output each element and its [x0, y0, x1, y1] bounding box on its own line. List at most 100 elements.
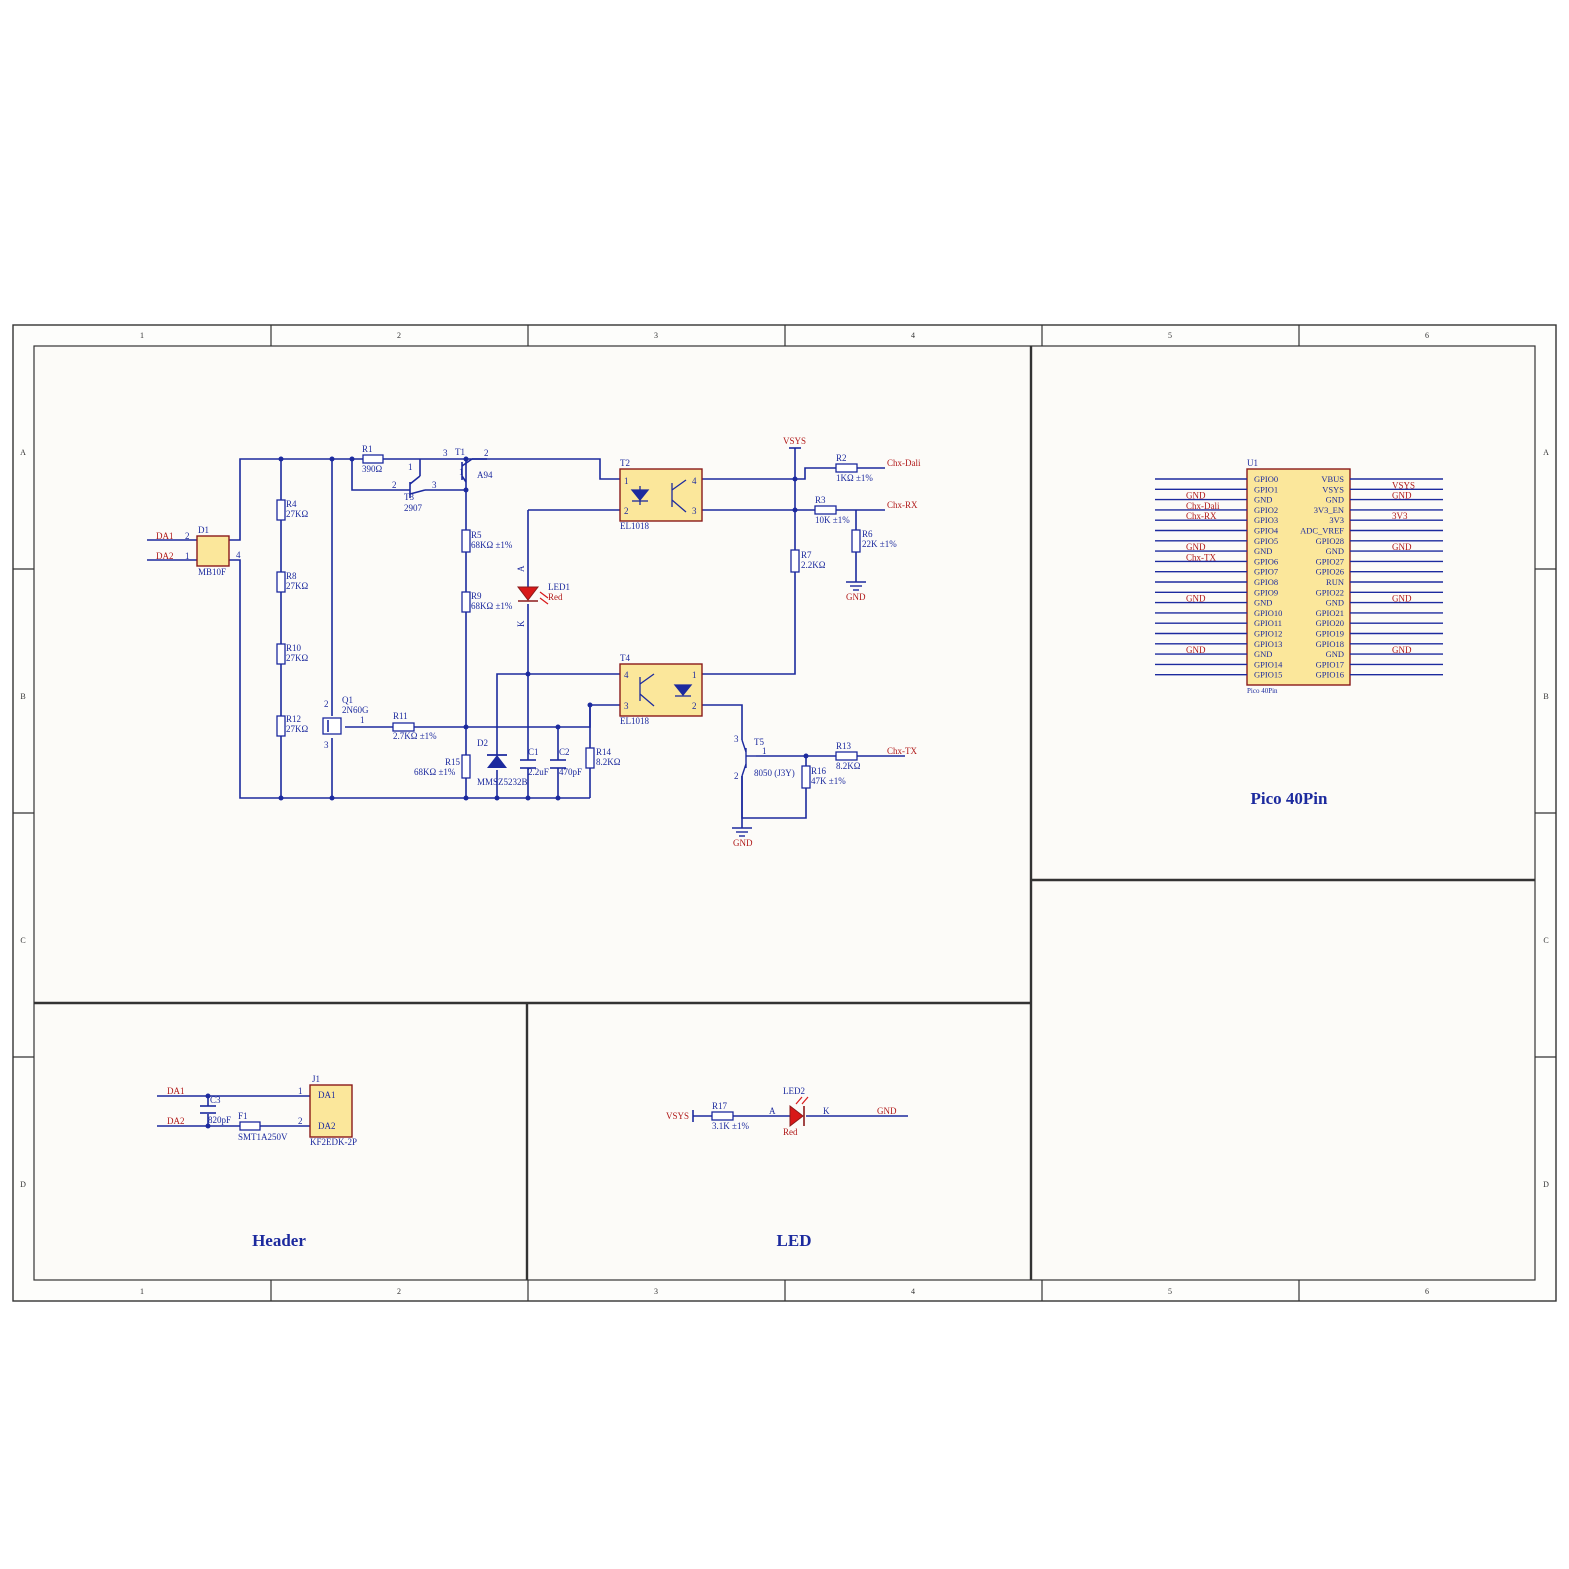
svg-text:27KΩ: 27KΩ — [286, 509, 308, 519]
u1-right-pin-label: 3V3_EN — [1314, 505, 1344, 515]
c2-capacitor — [550, 759, 566, 769]
u1-left-net-label: Chx-Dali — [1186, 501, 1220, 511]
svg-text:R10: R10 — [286, 643, 302, 653]
net-chx-rx-label: Chx-RX — [887, 500, 918, 510]
r5-resistor — [461, 529, 471, 553]
u1-right-net-label: GND — [1392, 594, 1412, 604]
u1-right-net-label: 3V3 — [1392, 511, 1408, 521]
svg-text:R17: R17 — [712, 1101, 728, 1111]
svg-text:1: 1 — [459, 467, 464, 477]
svg-text:27KΩ: 27KΩ — [286, 724, 308, 734]
svg-text:R7: R7 — [801, 550, 812, 560]
svg-text:470pF: 470pF — [559, 767, 582, 777]
zone-col-5-bottom: 5 — [1168, 1287, 1172, 1296]
u1-pico-module — [1246, 468, 1351, 686]
svg-text:LED2: LED2 — [783, 1086, 805, 1096]
r3-resistor — [814, 505, 837, 515]
r16-resistor — [801, 765, 811, 789]
svg-text:R13: R13 — [836, 741, 852, 751]
u1-ref: U1 — [1247, 458, 1258, 468]
u1-right-pin-label: GND — [1326, 598, 1344, 608]
svg-text:D1: D1 — [198, 525, 209, 535]
r8-resistor — [276, 571, 286, 593]
svg-text:R11: R11 — [393, 711, 408, 721]
svg-text:27KΩ: 27KΩ — [286, 653, 308, 663]
c3-capacitor — [200, 1105, 216, 1114]
zone-col-4-bottom: 4 — [911, 1287, 915, 1296]
pico-title: Pico 40Pin — [1251, 789, 1329, 808]
svg-text:22K ±1%: 22K ±1% — [862, 539, 897, 549]
u1-right-pin-label: GPIO26 — [1316, 567, 1344, 577]
led-section: VSYS R17 3.1K ±1% LED2 Red A K GND LED — [666, 1086, 908, 1250]
svg-text:C3: C3 — [210, 1095, 221, 1105]
u1-left-pin-label: GPIO12 — [1254, 629, 1282, 639]
u1-right-pin-label: RUN — [1326, 577, 1344, 587]
net-da1-label: DA1 — [156, 531, 174, 541]
u1-right-pin-label: GPIO22 — [1316, 587, 1344, 597]
led2-diode — [789, 1096, 809, 1128]
u1-left-pin-label: GPIO6 — [1254, 556, 1278, 566]
zone-col-6-bottom: 6 — [1425, 1287, 1429, 1296]
u1-left-pin-label: GPIO5 — [1254, 536, 1278, 546]
r13-resistor — [835, 751, 858, 761]
svg-text:1: 1 — [408, 462, 413, 472]
svg-text:4: 4 — [624, 670, 629, 680]
svg-text:1: 1 — [692, 670, 697, 680]
svg-text:R12: R12 — [286, 714, 301, 724]
d2-zener-diode — [487, 754, 507, 768]
svg-text:2: 2 — [324, 699, 329, 709]
u1-footer: Pico 40Pin — [1247, 687, 1278, 695]
t1-transistor — [461, 458, 487, 483]
r9-resistor — [461, 591, 471, 613]
zone-row-d-right: D — [1543, 1180, 1549, 1189]
svg-text:R15: R15 — [445, 757, 461, 767]
svg-text:3: 3 — [692, 506, 697, 516]
svg-text:8.2KΩ: 8.2KΩ — [596, 757, 621, 767]
svg-text:2: 2 — [298, 1116, 303, 1126]
zone-col-2-bottom: 2 — [397, 1287, 401, 1296]
u1-left-pin-label: GPIO15 — [1254, 670, 1282, 680]
header-section: DA1 DA2 C3 820pF F1 SMT1A250V DA1 DA2 1 … — [157, 1074, 357, 1250]
led1-diode — [516, 586, 549, 605]
svg-text:Red: Red — [548, 592, 563, 602]
r15-resistor — [461, 754, 471, 779]
t2-optocoupler — [619, 468, 703, 522]
u1-left-pin-label: GND — [1254, 546, 1272, 556]
f1-fuse — [239, 1121, 261, 1131]
zone-row-c: C — [20, 936, 25, 945]
header-net-da2: DA2 — [167, 1116, 185, 1126]
led-title: LED — [777, 1231, 812, 1250]
svg-text:3: 3 — [324, 740, 329, 750]
c1-capacitor — [520, 759, 536, 769]
svg-text:DA2: DA2 — [318, 1121, 336, 1131]
zone-col-1-bottom: 1 — [140, 1287, 144, 1296]
zone-row-c-right: C — [1543, 936, 1548, 945]
u1-right-net-label: VSYS — [1392, 480, 1415, 490]
u1-right-pin-label: GPIO20 — [1316, 618, 1344, 628]
t5-transistor — [741, 739, 756, 777]
t3-transistor — [409, 459, 426, 498]
svg-text:3: 3 — [734, 734, 739, 744]
svg-text:R8: R8 — [286, 571, 297, 581]
svg-text:68KΩ ±1%: 68KΩ ±1% — [471, 540, 513, 550]
svg-text:2.2KΩ: 2.2KΩ — [801, 560, 826, 570]
u1-left-pin-label: GND — [1254, 598, 1272, 608]
u1-right-pin-label: GPIO17 — [1316, 659, 1344, 669]
svg-text:2: 2 — [734, 771, 739, 781]
zone-row-b: B — [20, 692, 25, 701]
u1-right-pin-label: GPIO27 — [1316, 556, 1344, 566]
svg-text:R6: R6 — [862, 529, 873, 539]
svg-text:1: 1 — [185, 551, 190, 561]
svg-text:2907: 2907 — [404, 503, 423, 513]
svg-text:8.2KΩ: 8.2KΩ — [836, 761, 861, 771]
svg-text:4: 4 — [236, 550, 241, 560]
svg-text:1KΩ ±1%: 1KΩ ±1% — [836, 473, 873, 483]
svg-text:2N60G: 2N60G — [342, 705, 369, 715]
r6-resistor — [851, 529, 861, 553]
svg-text:MB10F: MB10F — [198, 567, 226, 577]
svg-text:DA1: DA1 — [318, 1090, 336, 1100]
u1-left-pin-label: GPIO10 — [1254, 608, 1282, 618]
svg-text:3.1K ±1%: 3.1K ±1% — [712, 1121, 749, 1131]
ground-symbol-t5 — [732, 827, 752, 837]
